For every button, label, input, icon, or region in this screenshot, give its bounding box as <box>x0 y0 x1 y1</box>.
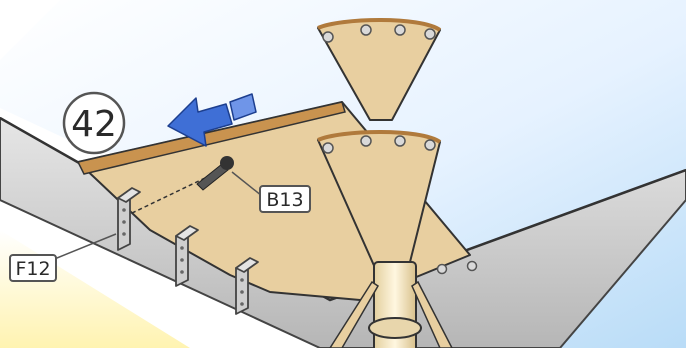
step-number: 42 <box>71 104 117 145</box>
pole-collar <box>369 318 421 338</box>
callout-f12-label: F12 <box>15 258 50 280</box>
callout-b13: B13 <box>260 186 310 212</box>
callout-b13-label: B13 <box>266 189 303 211</box>
step-number-badge: 42 <box>64 93 124 153</box>
callout-f12: F12 <box>10 255 56 281</box>
